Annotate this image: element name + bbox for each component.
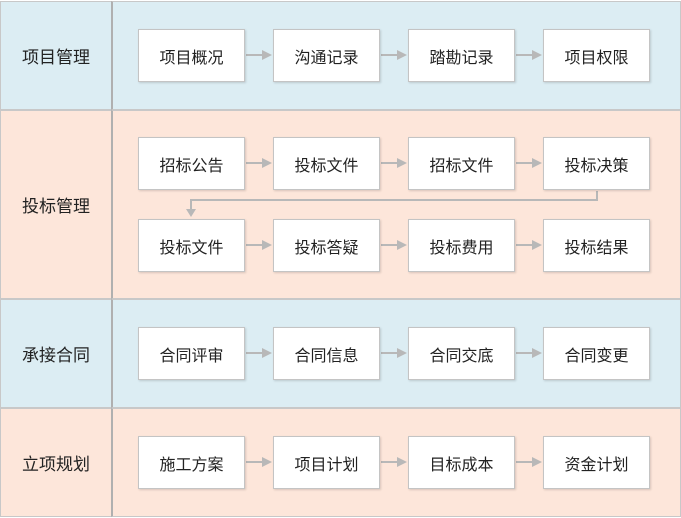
process-box[interactable]: 资金计划	[543, 436, 650, 489]
section-label: 项目管理	[0, 1, 111, 110]
process-box[interactable]: 合同交底	[408, 327, 515, 380]
process-box[interactable]: 投标决策	[543, 137, 650, 190]
process-box[interactable]: 项目权限	[543, 29, 650, 82]
section-label: 投标管理	[0, 110, 111, 299]
process-box[interactable]: 投标答疑	[273, 219, 380, 272]
process-box[interactable]: 项目计划	[273, 436, 380, 489]
process-box[interactable]: 投标费用	[408, 219, 515, 272]
process-box[interactable]: 施工方案	[138, 436, 245, 489]
process-box[interactable]: 投标文件	[138, 219, 245, 272]
process-box[interactable]: 沟通记录	[273, 29, 380, 82]
process-box[interactable]: 合同信息	[273, 327, 380, 380]
process-box[interactable]: 项目概况	[138, 29, 245, 82]
process-box[interactable]: 投标结果	[543, 219, 650, 272]
section-label: 承接合同	[0, 299, 111, 408]
process-box[interactable]: 合同变更	[543, 327, 650, 380]
process-box[interactable]: 招标公告	[138, 137, 245, 190]
section-label: 立项规划	[0, 408, 111, 517]
process-box[interactable]: 目标成本	[408, 436, 515, 489]
process-box[interactable]: 投标文件	[273, 137, 380, 190]
process-box[interactable]: 招标文件	[408, 137, 515, 190]
process-box[interactable]: 踏勘记录	[408, 29, 515, 82]
process-box[interactable]: 合同评审	[138, 327, 245, 380]
